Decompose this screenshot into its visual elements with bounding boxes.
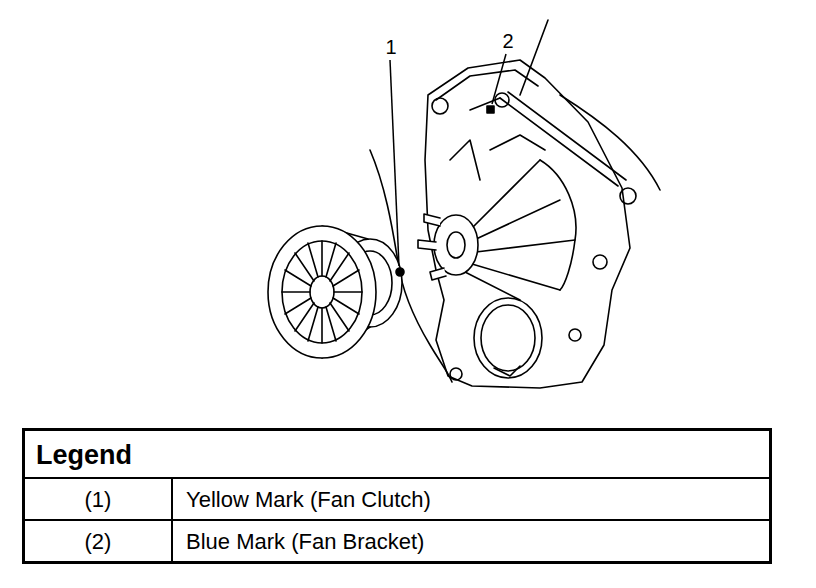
seal-opening (481, 305, 535, 371)
table-rule (171, 478, 173, 562)
stud (424, 214, 440, 226)
blue-mark (487, 106, 494, 113)
fan-bracket (508, 92, 626, 180)
leader-lines (390, 54, 506, 266)
bolt (593, 255, 607, 269)
yellow-mark (396, 268, 404, 276)
fan-clutch (268, 226, 376, 358)
pump-hub (447, 232, 465, 258)
pump-rib (465, 160, 575, 300)
callout-number: 2 (497, 28, 519, 54)
fan-bracket (500, 98, 618, 186)
stud (418, 240, 436, 250)
pump-flange (434, 215, 478, 275)
bolt (450, 368, 462, 380)
bolt (495, 93, 509, 107)
leader-line (390, 60, 399, 266)
bolt (569, 329, 581, 341)
leader-line (492, 54, 506, 104)
bolt (620, 188, 636, 204)
table-cell: (1) (26, 480, 170, 519)
front-cover (425, 60, 630, 388)
legend-heading: Legend (36, 432, 236, 478)
legend-entry: Blue Mark (Fan Bracket) (186, 522, 756, 561)
pump-housing (540, 160, 576, 290)
seal-lip (494, 366, 520, 376)
stud (430, 268, 446, 280)
table-cell: (2) (26, 522, 170, 561)
front-cover-edge (436, 70, 538, 100)
engine-front-line-art (268, 20, 660, 388)
bolt (432, 98, 448, 114)
callout-number: 1 (380, 34, 402, 60)
clutch-fins (282, 241, 362, 343)
fan-clutch (282, 241, 362, 343)
table-border (24, 430, 771, 563)
table-rule (23, 478, 771, 520)
legend-table (23, 430, 771, 563)
legend-entry: Yellow Mark (Fan Clutch) (186, 480, 756, 519)
seal-opening (474, 298, 542, 378)
pump-rib (450, 135, 545, 180)
